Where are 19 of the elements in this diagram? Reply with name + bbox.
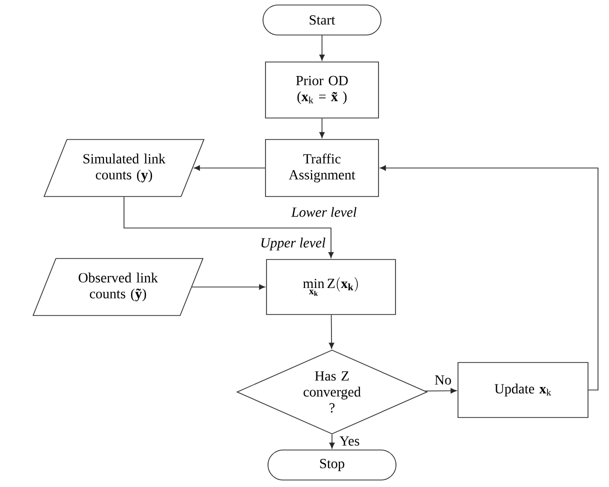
arrow xyxy=(194,165,266,171)
data-parallelogram: Observed link counts (ỹ) xyxy=(32,258,204,316)
process-box: Traffic Assignment xyxy=(265,139,379,197)
process-box: Prior OD (x$_{k}$ = x̃) xyxy=(265,62,379,118)
process-box: $\min_{\mathbf{x}_\mathbf{k}} \mathrm{Z}(\mathbf{x}_\mathbf{k})$ xyxy=(266,259,396,315)
edge-label: Yes xyxy=(338,435,361,447)
arrow xyxy=(124,196,334,258)
level-label: Upper level xyxy=(261,238,326,250)
arrow xyxy=(319,35,325,61)
arrow xyxy=(329,434,335,449)
arrow xyxy=(192,284,266,290)
arrow xyxy=(328,314,334,349)
process-box: Update x$_{k}$ xyxy=(458,362,588,418)
arrow xyxy=(380,165,598,390)
arrow xyxy=(319,118,325,138)
arrow xyxy=(424,388,457,394)
edge-label: No xyxy=(433,374,453,386)
data-parallelogram: Simulated link counts (y) xyxy=(44,139,204,197)
level-label: Lower level xyxy=(291,207,356,217)
